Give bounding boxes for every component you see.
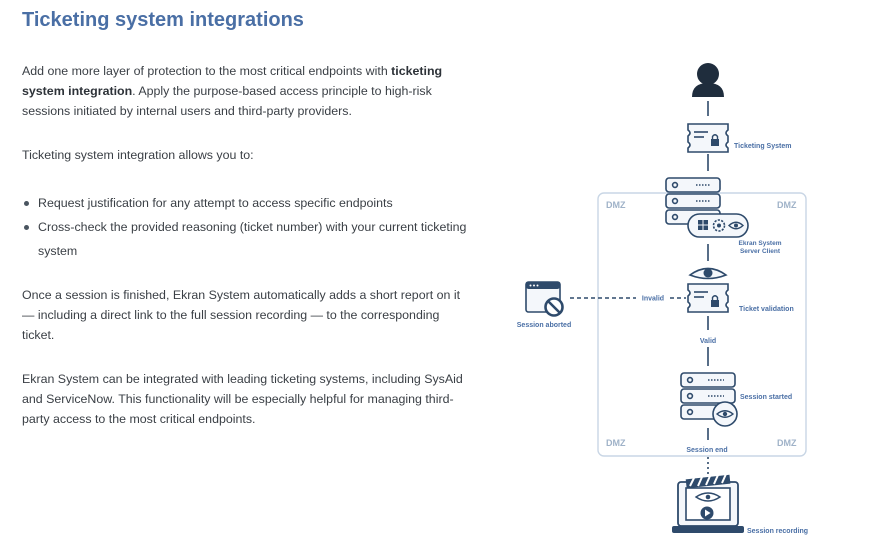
server-vent-marks <box>708 379 724 397</box>
intro-text-1: Add one more layer of protection to the … <box>22 64 392 78</box>
lock-icon <box>711 295 719 307</box>
session-recording-label: Session recording <box>747 528 808 535</box>
server-client-label-line1: Ekran System <box>739 240 782 247</box>
gear-icon <box>712 219 726 232</box>
user-icon <box>692 63 724 97</box>
eye-icon <box>727 221 745 230</box>
feature-list-item: Cross-check the provided reasoning (tick… <box>22 215 472 263</box>
eye-icon <box>712 401 738 427</box>
session-aborted-label: Session aborted <box>517 322 571 329</box>
dmz-zone <box>597 192 807 457</box>
ticket-validation-label: Ticket validation <box>739 306 794 313</box>
intro-text-2: . Apply the purpose-based access princip… <box>22 84 432 118</box>
no-entry-icon <box>544 297 564 317</box>
integrations-paragraph: Ekran System can be integrated with lead… <box>22 372 463 426</box>
session-started-label: Session started <box>740 394 792 401</box>
ticket-icon <box>687 283 729 313</box>
dmz-label-top-left: DMZ <box>606 200 626 210</box>
session-report-paragraph: Once a session is finished, Ekran System… <box>22 288 461 342</box>
ticketing-flow-diagram: DMZ DMZ DMZ DMZ Ticketing System <box>517 63 808 535</box>
server-vent-marks <box>696 184 711 202</box>
invalid-label: Invalid <box>642 296 664 303</box>
dmz-label-bottom-right: DMZ <box>777 438 797 448</box>
eye-icon <box>688 267 728 280</box>
feature-list: Request justification for any attempt to… <box>22 191 472 263</box>
feature-list-item: Request justification for any attempt to… <box>22 191 472 215</box>
valid-label: Valid <box>700 338 716 345</box>
ticket-icon <box>687 123 729 153</box>
dmz-label-top-right: DMZ <box>777 200 797 210</box>
dmz-label-bottom-left: DMZ <box>606 438 626 448</box>
page-title: Ticketing system integrations <box>22 9 304 31</box>
ticketing-system-label: Ticketing System <box>734 143 791 150</box>
play-icon <box>700 506 714 520</box>
intro-paragraph: Add one more layer of protection to the … <box>22 61 472 121</box>
windows-icon <box>698 220 708 230</box>
allows-paragraph: Ticketing system integration allows you … <box>22 148 254 162</box>
lock-icon <box>711 134 719 146</box>
server-client-label-line2: Server Client <box>740 248 781 255</box>
session-end-label: Session end <box>686 447 727 454</box>
intro-bold-text: ticketing system integration <box>22 64 443 98</box>
